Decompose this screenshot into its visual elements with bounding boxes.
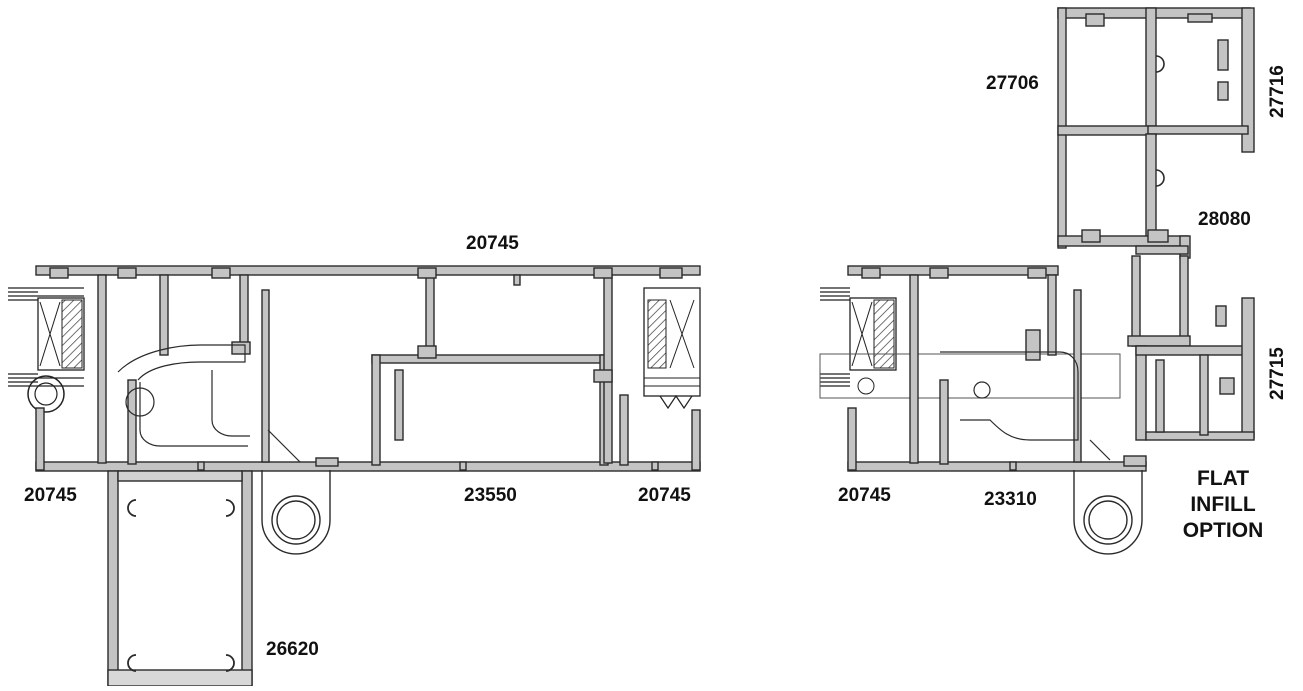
part-label-upper-side: 27716 (1267, 65, 1288, 118)
part-label-upper-box: 27706 (986, 73, 1039, 94)
glazing-spacer-right (819, 297, 1121, 399)
sash-outline-left (117, 344, 301, 463)
mullion-profile-26620 (107, 470, 253, 687)
part-label-right-bottom-left: 20745 (838, 485, 891, 506)
note-line-1: FLAT (1196, 467, 1250, 490)
part-label-left-bottom-center: 23550 (464, 485, 517, 506)
glass-pane-left (8, 287, 38, 387)
part-label-mullion: 26620 (266, 639, 319, 660)
part-label-lower-side: 27715 (1267, 347, 1288, 400)
upper-profile-clips (1155, 55, 1165, 187)
right-assembly (819, 7, 1255, 555)
note-line-3: OPTION (1182, 519, 1264, 542)
part-label-left-bottom-right: 20745 (638, 485, 691, 506)
part-label-left-bottom-left: 20745 (24, 485, 77, 506)
part-label-left-top: 20745 (466, 233, 519, 254)
upper-profile-27706 (1057, 7, 1255, 259)
adaptor-profile-28080 (1127, 255, 1191, 347)
glazing-spacer-left (27, 287, 85, 413)
frame-profile-left (35, 265, 701, 472)
sash-outline-right (940, 351, 1111, 461)
flat-infill-note: FLAT INFILL OPTION (1158, 466, 1288, 544)
lock-housing-right (1073, 470, 1143, 555)
glass-pane-right (643, 287, 701, 410)
lock-housing-left (261, 470, 331, 555)
note-line-2: INFILL (1190, 493, 1256, 516)
lower-profile-27715 (1135, 297, 1255, 441)
left-assembly (8, 265, 701, 687)
glass-pane-right-assembly (820, 287, 850, 387)
mullion-clips (127, 499, 235, 672)
part-label-right-bottom-center: 23310 (984, 489, 1037, 510)
part-label-adaptor: 28080 (1198, 209, 1251, 230)
